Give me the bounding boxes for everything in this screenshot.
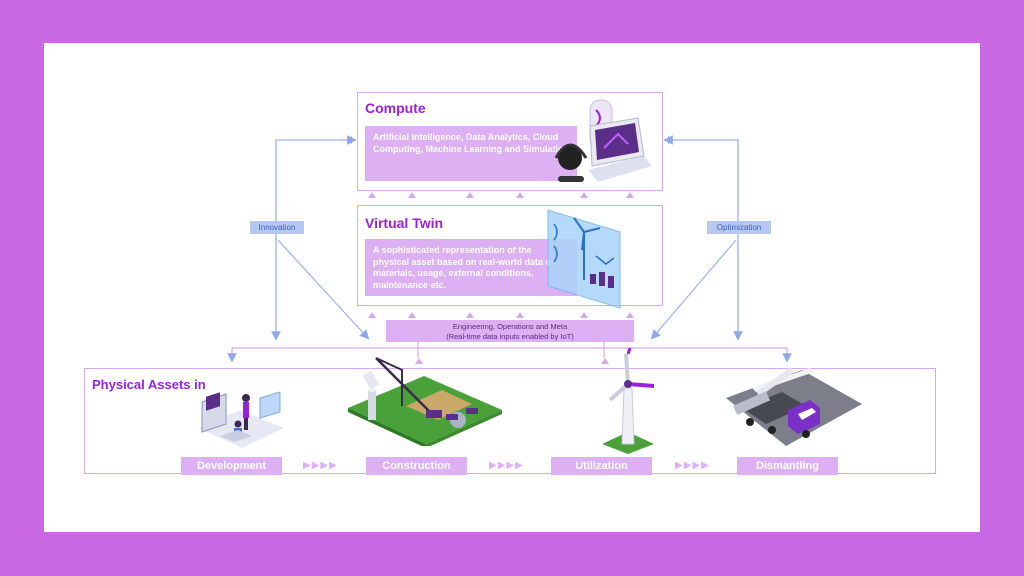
stage-development: Development [181, 457, 282, 475]
engineering-operations-bar: Engineering, Operations and Meta (Real-t… [386, 320, 634, 342]
chevrons-2: ▶▶▶▶ [489, 460, 524, 471]
laptop-headset-illustration-icon [554, 99, 652, 182]
optimization-diagonal-arrow [650, 239, 737, 340]
dismantling-truck-illustration-icon [726, 367, 862, 446]
compute-title: Compute [365, 100, 426, 116]
stage-utilization: Utilization [551, 457, 652, 475]
eng-to-stages-line [231, 347, 788, 356]
innovation-loop-arrow [275, 135, 357, 336]
stage-dismantling: Dismantling [737, 457, 838, 475]
optimization-tag: Optimization [707, 221, 771, 234]
chevrons-1: ▶▶▶▶ [303, 460, 338, 471]
chevrons-3: ▶▶▶▶ [675, 460, 710, 471]
wind-turbine-illustration-icon [602, 348, 655, 454]
engineering-line-1: Engineering, Operations and Meta [452, 322, 568, 331]
engineering-line-2: (Real-time data inputs enabled by IoT) [446, 331, 574, 341]
stage-construction: Construction [366, 457, 467, 475]
physical-assets-title: Physical Assets in [92, 377, 206, 392]
compute-box: Compute Artificial Intelligence, Data An… [357, 92, 663, 191]
innovation-diagonal-arrow [277, 239, 370, 340]
virtual-twin-description: A sophisticated representation of the ph… [365, 239, 577, 296]
hologram-turbine-illustration-icon [547, 209, 621, 309]
development-office-illustration-icon [198, 391, 284, 448]
compute-description: Artificial Intelligence, Data Analytics,… [365, 126, 577, 181]
construction-site-illustration-icon [348, 357, 502, 446]
innovation-tag: Innovation [250, 221, 304, 234]
virtual-twin-title: Virtual Twin [365, 215, 444, 231]
virtual-twin-box: Virtual Twin A sophisticated representat… [357, 205, 663, 309]
